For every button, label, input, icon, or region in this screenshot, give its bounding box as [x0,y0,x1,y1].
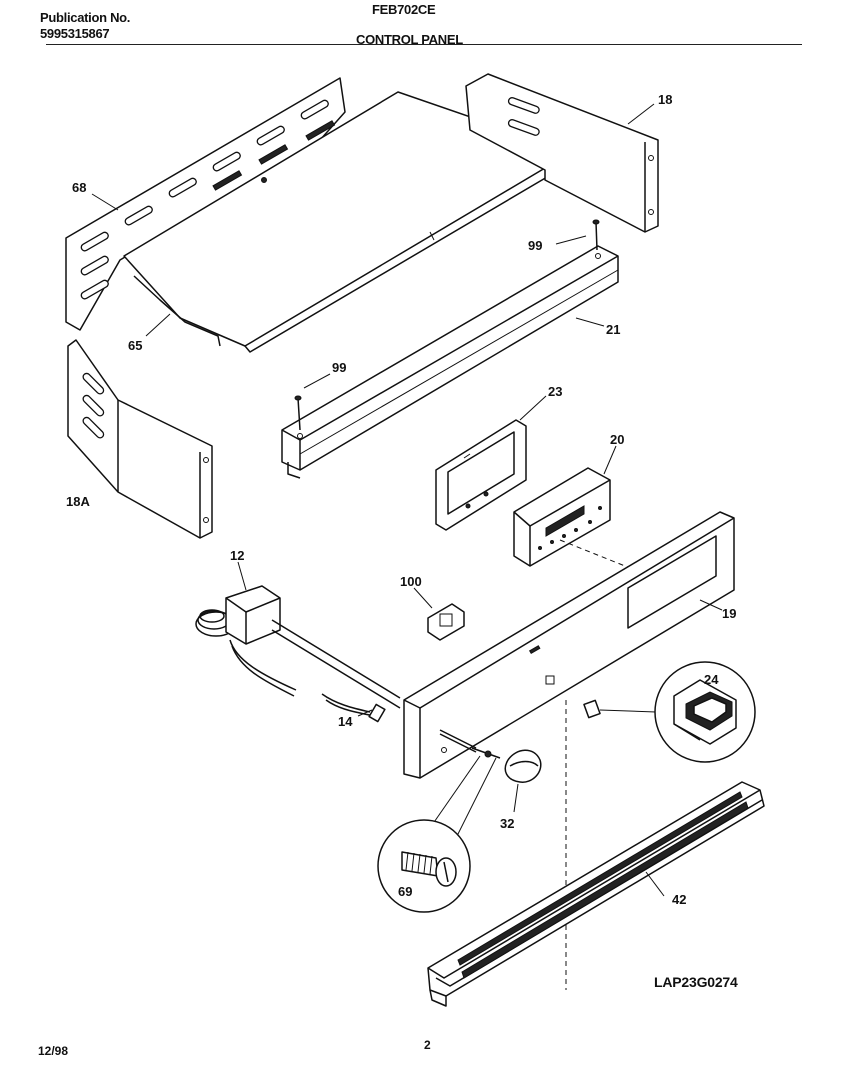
section-title: CONTROL PANEL [356,32,463,47]
callout-99-upper: 99 [528,238,542,253]
publication-number: 5995315867 [40,26,110,41]
part-69-screw [429,747,501,839]
publication-label: Publication No. [40,10,131,25]
callout-12: 12 [230,548,244,563]
callout-21: 21 [606,322,620,337]
callout-42: 42 [672,892,686,907]
callout-labels: 18 68 99 65 21 99 23 20 18A 12 100 19 24… [66,92,736,907]
callout-69: 69 [398,884,412,899]
part-18a-left-bracket [67,339,213,539]
header-rule [46,44,802,45]
callout-20: 20 [610,432,624,447]
part-12-thermostat [195,585,401,709]
callout-32: 32 [500,816,514,831]
model-number: FEB702CE [372,2,436,17]
footer-date: 12/98 [38,1044,69,1058]
part-32-knob [504,749,542,783]
part-21-support-channel [281,245,619,479]
callout-68: 68 [72,180,86,195]
part-24-switch [583,699,657,719]
callout-14: 14 [338,714,353,729]
part-23-clock-bracket [435,419,527,531]
callout-23: 23 [548,384,562,399]
part-18-right-bracket [465,73,659,233]
callout-100: 100 [400,574,422,589]
part-24-switch-detail [654,661,756,763]
callout-18a: 18A [66,494,90,509]
callout-65: 65 [128,338,142,353]
part-100-label [427,603,465,641]
part-99-screw-lower [294,395,302,431]
part-20-electronic-control [513,467,661,581]
part-68-side-bracket [65,77,346,331]
page-number: 2 [424,1038,431,1052]
callout-99-lower: 99 [332,360,346,375]
diagram-code: LAP23G0274 [654,974,738,990]
part-42-vent-trim [427,781,765,1007]
part-19-control-panel [403,511,735,990]
part-99-screw-upper [592,219,600,251]
callout-18: 18 [658,92,672,107]
part-69-screw-detail [377,819,471,913]
callout-24: 24 [704,672,719,687]
callout-19: 19 [722,606,736,621]
part-14-wire-clip [321,693,386,723]
leader-lines [91,103,723,897]
